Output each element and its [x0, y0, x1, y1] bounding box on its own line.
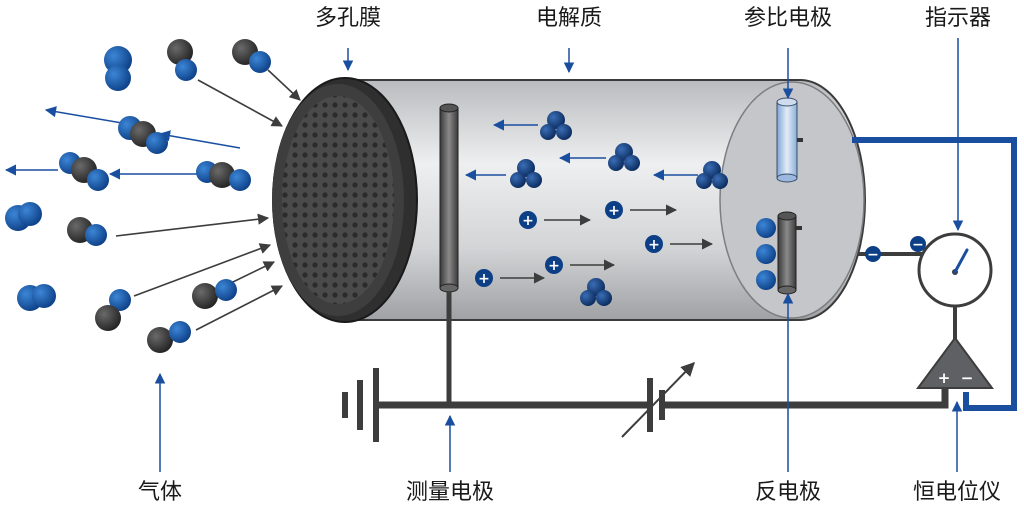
- molecule: [59, 152, 109, 191]
- negative-ion-symbol: −: [867, 247, 879, 263]
- negative-ion-symbol: −: [912, 237, 924, 253]
- molecule: [67, 217, 107, 246]
- positive-ion-arrows: [500, 204, 714, 284]
- positive-ion-symbol: +: [522, 213, 534, 229]
- positive-ion: [519, 211, 537, 229]
- label-membrane: 多孔膜: [314, 6, 382, 31]
- ion-symbols: + + + + + − − + −: [478, 203, 973, 387]
- reference-electrode: [776, 97, 803, 183]
- positive-ions: [475, 201, 663, 287]
- molecule: [232, 39, 271, 73]
- molecule: [147, 321, 191, 353]
- label-gas: 气体: [137, 480, 183, 505]
- positive-ion-symbol: +: [478, 271, 490, 287]
- negative-charge-indicator: [910, 236, 926, 252]
- counter-electrode: [756, 211, 802, 295]
- label-electrolyte: 电解质: [535, 6, 603, 31]
- molecule: [104, 46, 132, 91]
- positive-ion-symbol: +: [648, 237, 660, 253]
- incoming-gas-arrows: [115, 69, 301, 331]
- bottom-bus-wire: [376, 388, 949, 409]
- molecule: [5, 202, 42, 231]
- electrolyte-molecule-arrows: [464, 119, 698, 181]
- outgoing-gas-arrows: [4, 106, 241, 180]
- reference-wire: [852, 137, 1017, 411]
- ground-symbol: [342, 368, 379, 442]
- variable-source-symbol: [621, 361, 695, 438]
- measuring-electrode: [439, 103, 459, 293]
- molecule: [167, 39, 197, 81]
- amp-plus-symbol: +: [938, 369, 951, 387]
- positive-ion: [475, 269, 493, 287]
- label-potentiostat: 恒电位仪: [912, 480, 1002, 505]
- positive-ion: [605, 201, 623, 219]
- negative-charges: [865, 236, 926, 262]
- positive-ion-symbol: +: [608, 203, 620, 219]
- label-reference-electrode: 参比电极: [743, 6, 833, 31]
- potentiostat-amplifier: [916, 336, 994, 389]
- molecule: [696, 161, 728, 189]
- label-indicator: 指示器: [924, 6, 992, 31]
- molecule: [17, 284, 56, 311]
- label-measuring-electrode: 测量电极: [405, 480, 495, 505]
- molecule: [118, 116, 168, 154]
- molecule: [95, 289, 131, 331]
- molecule: [510, 159, 542, 188]
- membrane-pores: [282, 96, 394, 304]
- negative-charge-counter: [865, 246, 881, 262]
- positive-ion-symbol: +: [548, 258, 560, 274]
- molecule: [580, 278, 612, 306]
- electrolyte-molecules: [510, 111, 728, 306]
- callout-lines: [154, 38, 964, 472]
- label-counter-electrode: 反电极: [754, 480, 822, 505]
- molecule: [608, 143, 640, 171]
- amp-minus-symbol: −: [961, 369, 974, 387]
- sensor-cylinder: [339, 79, 866, 321]
- indicator-meter: [917, 232, 993, 308]
- cylinder-right-end: [719, 81, 865, 319]
- molecule: [192, 279, 237, 309]
- molecule: [196, 161, 251, 191]
- positive-ion: [645, 235, 663, 253]
- gas-molecules: [5, 39, 271, 353]
- circuit-wires: [376, 137, 1017, 411]
- positive-ion: [545, 256, 563, 274]
- molecule: [540, 111, 572, 140]
- porous-membrane: [272, 77, 418, 323]
